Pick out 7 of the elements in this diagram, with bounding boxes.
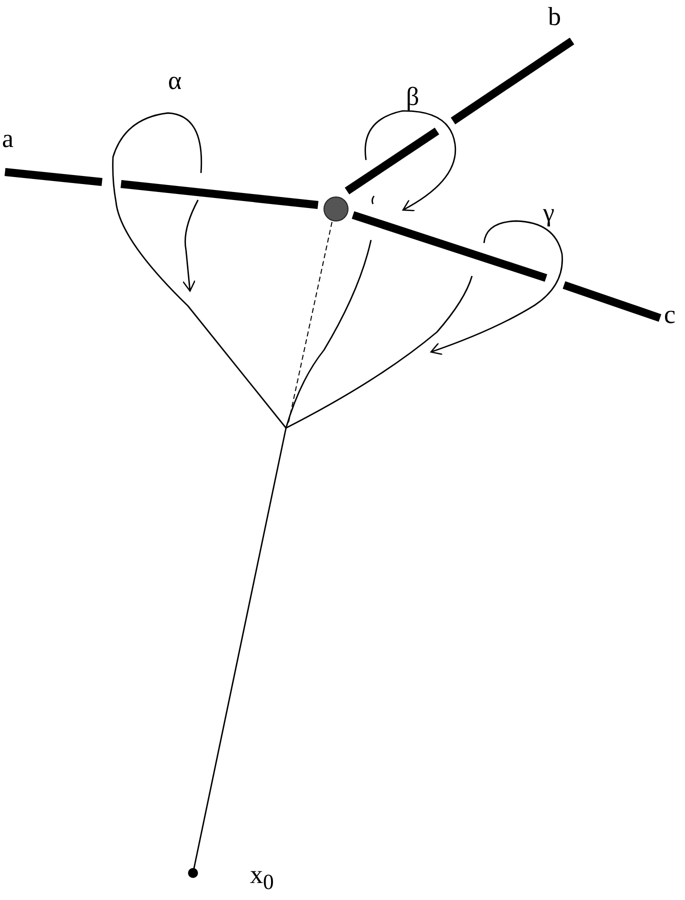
line-label: β [406, 84, 420, 110]
line-label: γ [543, 200, 554, 226]
line-label: a [2, 126, 14, 152]
line-label: b [548, 4, 561, 30]
line-label: α [168, 68, 182, 94]
line-label: x$_{0}$ [250, 862, 274, 894]
line-label: c [664, 302, 676, 328]
